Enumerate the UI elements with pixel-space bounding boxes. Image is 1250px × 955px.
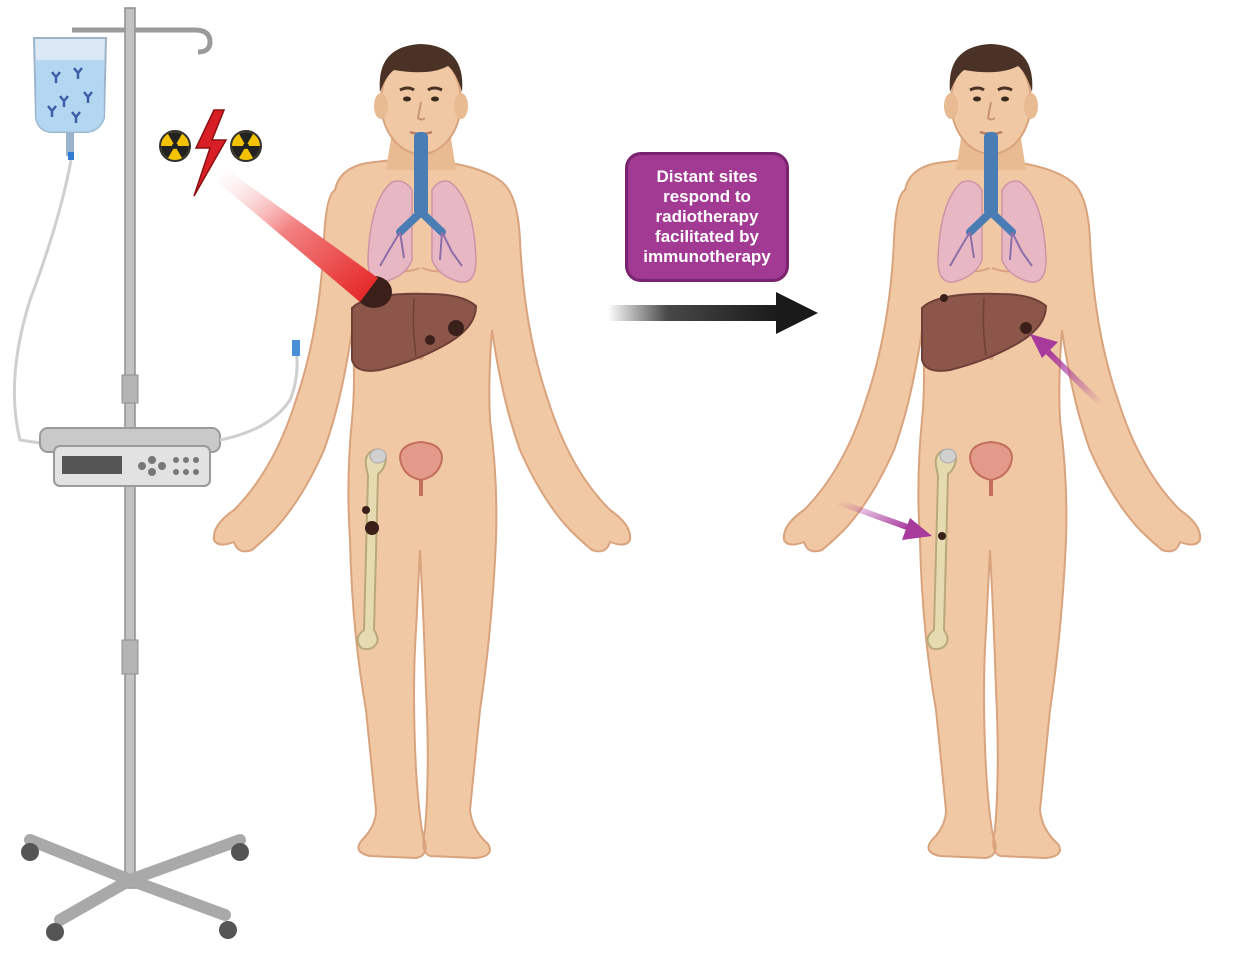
transition-arrow — [608, 292, 818, 334]
callout-line: radiotherapy — [656, 207, 759, 227]
patient-before — [214, 44, 630, 858]
callout-line: immunotherapy — [643, 247, 771, 267]
bone-tumor — [365, 521, 379, 535]
liver-tumor — [448, 320, 464, 336]
response-callout: Distant sites respond to radiotherapy fa… — [625, 152, 789, 282]
bone-lesion-small — [938, 532, 946, 540]
callout-line: respond to — [663, 187, 751, 207]
callout-line: facilitated by — [655, 227, 759, 247]
patient-after — [784, 44, 1200, 858]
radiation-hazard-icon — [231, 131, 261, 161]
iv-drip-bag-icon — [14, 38, 106, 446]
infusion-pump-icon — [40, 340, 300, 486]
lung-lesion-small — [940, 294, 948, 302]
liver-lesion-small — [1020, 322, 1032, 334]
callout-line: Distant sites — [656, 167, 757, 187]
radiation-hazard-icon — [160, 131, 190, 161]
